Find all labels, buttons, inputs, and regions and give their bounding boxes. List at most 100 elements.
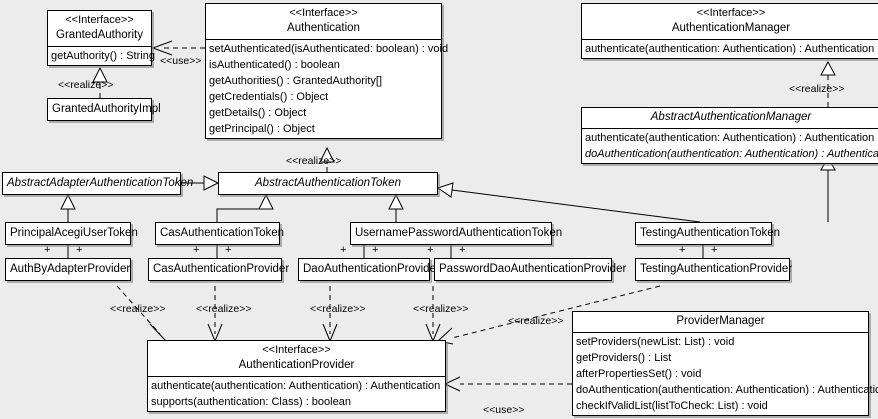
operation: afterPropertiesSet() : void xyxy=(576,368,702,380)
class-operations: setAuthenticated(isAuthenticated: boolea… xyxy=(206,40,449,138)
stereotype-label: <<Interface>> xyxy=(262,344,331,356)
class-header: CasAuthenticationProvider xyxy=(149,259,290,280)
class-testing-authentication-provider[interactable]: TestingAuthenticationProvider xyxy=(635,258,793,281)
class-name: AuthenticationManager xyxy=(671,22,791,34)
class-header: DaoAuthenticationProvider xyxy=(299,259,440,280)
operation: setAuthenticated(isAuthenticated: boolea… xyxy=(209,43,449,55)
class-password-dao-authentication-provider[interactable]: PasswordDaoAuthenticationProvider xyxy=(434,258,626,281)
class-abstract-authentication-token[interactable]: AbstractAuthenticationToken xyxy=(218,172,438,195)
relationship-label-realize-absmanager: <<realize>> xyxy=(789,83,845,95)
association-plus-marker: + xyxy=(679,244,686,256)
operation: doAuthentication(authentication: Authent… xyxy=(585,148,878,160)
class-header: <<Interface>> AuthenticationProvider xyxy=(148,341,445,377)
class-header: GrantedAuthorityImpl xyxy=(48,99,161,120)
class-header: AuthByAdapterProvider xyxy=(6,259,130,280)
class-principal-acegi-user-token[interactable]: PrincipalAcegiUserToken xyxy=(5,222,138,245)
class-auth-by-adapter-provider[interactable]: AuthByAdapterProvider xyxy=(5,258,131,281)
class-header: AbstractAuthenticationManager xyxy=(582,108,878,129)
association-plus-marker: + xyxy=(340,244,347,256)
association-plus-marker: + xyxy=(225,244,232,256)
relationship-label-use-providermanager: <<use>> xyxy=(483,404,525,416)
class-name: DaoAuthenticationProvider xyxy=(303,263,440,275)
class-name: TestingAuthenticationProvider xyxy=(640,263,793,275)
class-cas-authentication-token[interactable]: CasAuthenticationToken xyxy=(155,222,285,245)
operation: getCredentials() : Object xyxy=(209,91,329,103)
class-authentication-provider[interactable]: <<Interface>> AuthenticationProvider aut… xyxy=(147,340,446,412)
relationship-label-realize-passworddao: <<realize>> xyxy=(413,303,469,315)
class-header: UsernamePasswordAuthenticationToken xyxy=(351,223,563,244)
class-dao-authentication-provider[interactable]: DaoAuthenticationProvider xyxy=(298,258,440,281)
operation: getAuthority() : String xyxy=(51,50,155,62)
class-name: AuthByAdapterProvider xyxy=(10,263,131,275)
class-granted-authority-impl[interactable]: GrantedAuthorityImpl xyxy=(47,98,161,121)
operation: getPrincipal() : Object xyxy=(209,123,315,135)
generalization-edge-castoken xyxy=(216,208,266,222)
class-header: <<Interface>> GrantedAuthority xyxy=(48,11,151,47)
class-name: GrantedAuthority xyxy=(56,29,143,41)
class-name: GrantedAuthorityImpl xyxy=(52,103,161,115)
class-header: <<Interface>> AuthenticationManager xyxy=(582,4,878,40)
relationship-label-realize-daoprovider: <<realize>> xyxy=(310,303,366,315)
class-header: TestingAuthenticationToken xyxy=(636,223,781,244)
association-plus-marker: + xyxy=(76,244,83,256)
realize-edge-authbyadapter-provider xyxy=(116,285,161,335)
class-name: Authentication xyxy=(287,22,360,34)
class-operations: getAuthority() : String xyxy=(48,47,155,65)
operation: doAuthentication(authentication: Authent… xyxy=(576,384,878,396)
association-plus-marker: + xyxy=(372,244,379,256)
association-plus-marker: + xyxy=(44,244,51,256)
relationship-label-realize-casprovider: <<realize>> xyxy=(196,303,252,315)
class-name: UsernamePasswordAuthenticationToken xyxy=(355,227,563,239)
association-plus-marker: + xyxy=(459,244,466,256)
class-abstract-authentication-manager[interactable]: AbstractAuthenticationManager authentica… xyxy=(581,107,878,164)
class-provider-manager[interactable]: ProviderManager setProviders(newList: Li… xyxy=(572,311,878,416)
operation: setProviders(newList: List) : void xyxy=(576,336,735,348)
class-name: PrincipalAcegiUserToken xyxy=(10,227,138,239)
class-name: TestingAuthenticationToken xyxy=(640,227,781,239)
class-authentication[interactable]: <<Interface>> Authentication setAuthenti… xyxy=(205,3,449,139)
class-name: CasAuthenticationToken xyxy=(160,227,285,239)
relationship-label-realize-authbyadapter: <<realize>> xyxy=(110,303,166,315)
class-name: AbstractAdapterAuthenticationToken xyxy=(7,177,194,189)
operation: checkIfValidList(listToCheck: List) : vo… xyxy=(576,400,768,412)
operation: authenticate(authentication: Authenticat… xyxy=(151,380,441,392)
association-plus-marker: + xyxy=(427,244,434,256)
class-name: AbstractAuthenticationToken xyxy=(255,177,401,189)
association-plus-marker: + xyxy=(711,244,718,256)
class-header: PasswordDaoAuthenticationProvider xyxy=(435,259,626,280)
class-header: TestingAuthenticationProvider xyxy=(636,259,793,280)
operation: getProviders() : List xyxy=(576,352,672,364)
class-name: AbstractAuthenticationManager xyxy=(650,111,812,123)
class-header: CasAuthenticationToken xyxy=(156,223,285,244)
class-header: ProviderManager xyxy=(573,312,868,333)
class-header: AbstractAuthenticationToken xyxy=(219,173,437,194)
class-operations: setProviders(newList: List) : void getPr… xyxy=(573,333,878,415)
relationship-label-use-authentication: <<use>> xyxy=(160,55,202,67)
operation: authenticate(authentication: Authenticat… xyxy=(585,132,875,144)
class-operations: authenticate(authentication: Authenticat… xyxy=(582,129,878,163)
class-header: <<Interface>> Authentication xyxy=(206,4,441,40)
class-name: CasAuthenticationProvider xyxy=(153,263,290,275)
relationship-label-realize-testingprovider: <<realize>> xyxy=(508,315,564,327)
relationship-label-realize-gaimpl: <<realize>> xyxy=(58,79,114,91)
class-name: ProviderManager xyxy=(676,315,765,327)
stereotype-label: <<Interface>> xyxy=(289,7,358,19)
operation: authenticate(authentication: Authenticat… xyxy=(585,43,875,55)
class-authentication-manager[interactable]: <<Interface>> AuthenticationManager auth… xyxy=(581,3,878,59)
operation: getDetails() : Object xyxy=(209,107,307,119)
class-granted-authority[interactable]: <<Interface>> GrantedAuthority getAuthor… xyxy=(47,10,155,66)
operation: isAuthenticated() : boolean xyxy=(209,59,340,71)
class-username-password-authentication-token[interactable]: UsernamePasswordAuthenticationToken xyxy=(350,222,563,245)
class-header: PrincipalAcegiUserToken xyxy=(6,223,138,244)
class-testing-authentication-token[interactable]: TestingAuthenticationToken xyxy=(635,222,781,245)
class-operations: authenticate(authentication: Authenticat… xyxy=(148,377,445,411)
stereotype-label: <<Interface>> xyxy=(65,14,134,26)
association-plus-marker: + xyxy=(193,244,200,256)
class-cas-authentication-provider[interactable]: CasAuthenticationProvider xyxy=(148,258,290,281)
class-name: AuthenticationProvider xyxy=(238,359,355,371)
generalization-edge-testingtoken xyxy=(451,189,701,223)
operation: supports(authentication: Class) : boolea… xyxy=(151,396,351,408)
class-abstract-adapter-authentication-token[interactable]: AbstractAdapterAuthenticationToken xyxy=(2,172,194,195)
relationship-label-realize-abstracttoken: <<realize>> xyxy=(286,155,342,167)
